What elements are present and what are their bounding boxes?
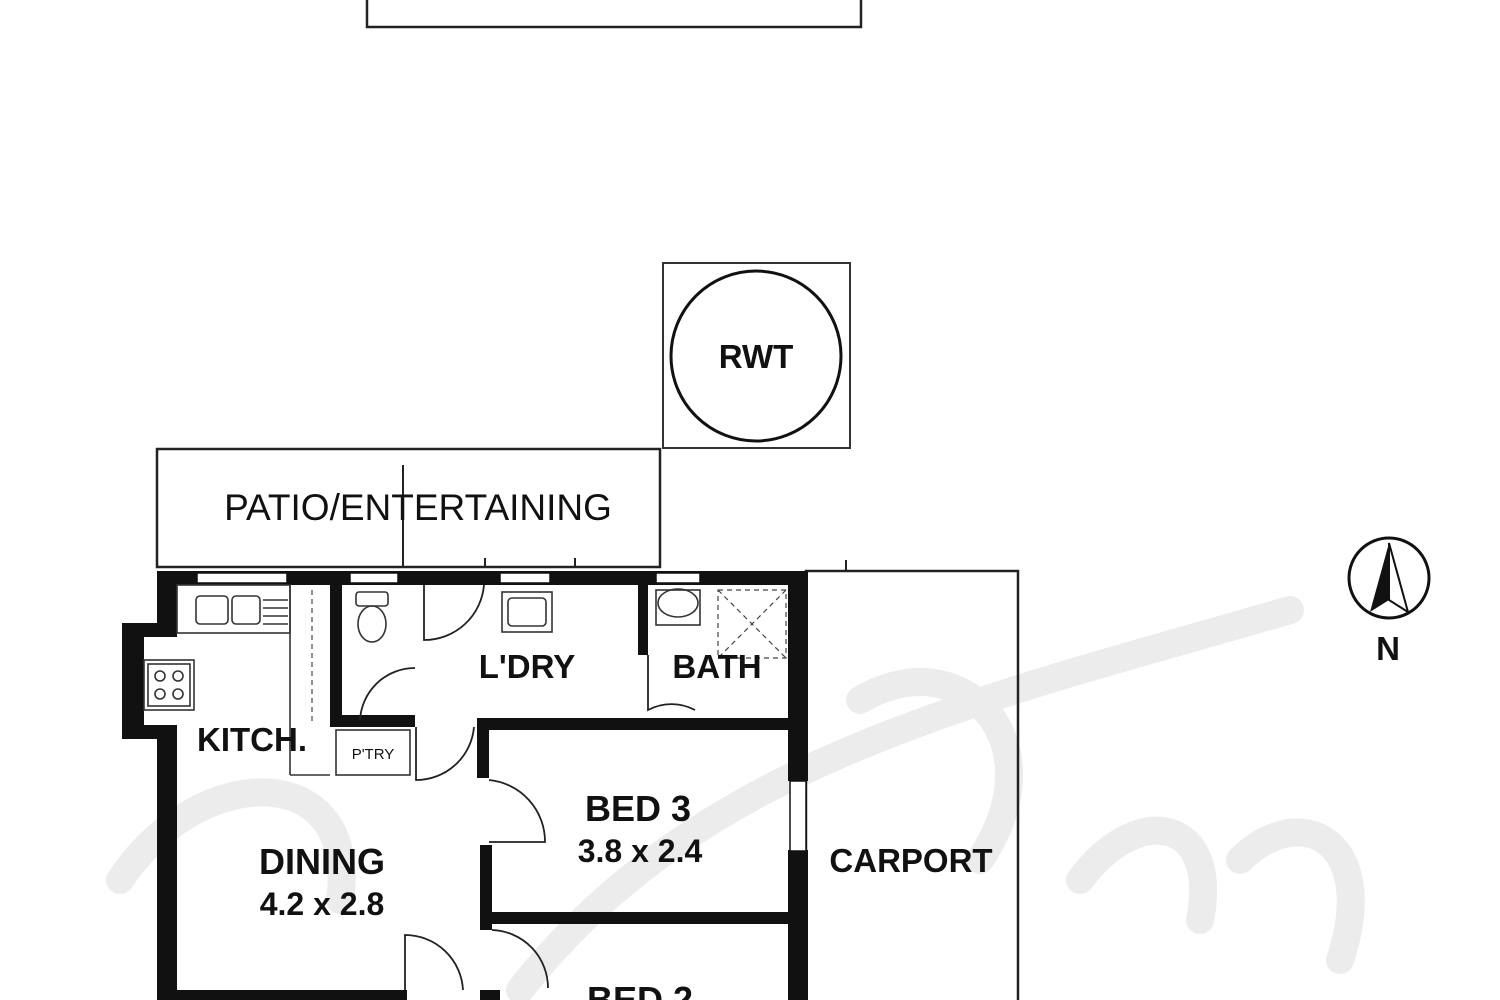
toilet-icon: [355, 591, 389, 643]
dining-label: DINING: [259, 841, 385, 882]
pantry-outline: [335, 729, 411, 776]
bath-fixtures: [655, 588, 787, 659]
laundry-tub-icon: [501, 591, 553, 633]
patio-label: PATIO/ENTERTAINING: [224, 487, 612, 528]
watermark-logo: [106, 596, 1365, 1000]
rwt-enclosure: [662, 262, 851, 449]
carport-label: CARPORT: [829, 842, 992, 879]
door-swings: [359, 584, 696, 991]
north-label: N: [1376, 630, 1400, 667]
windows: [196, 572, 807, 852]
pantry-label: P'TRY: [352, 746, 395, 763]
kitchen-fixtures: [143, 584, 330, 776]
house-walls: [122, 571, 808, 1000]
bed3-dimensions: 3.8 x 2.4: [578, 833, 703, 869]
rwt-label: RWT: [719, 338, 794, 375]
laundry-label: L'DRY: [479, 648, 575, 685]
north-arrow-icon: [1347, 536, 1431, 620]
bed3-label: BED 3: [585, 788, 691, 829]
carport-outline: [804, 569, 1020, 1000]
bath-label: BATH: [672, 648, 761, 685]
patio-outline: [155, 447, 662, 569]
top-structure-outline: [365, 0, 863, 29]
dining-dimensions: 4.2 x 2.8: [260, 886, 385, 922]
bed2-label: BED 2: [587, 979, 693, 1000]
rwt-tank-circle: [669, 269, 843, 443]
kitchen-label: KITCH.: [197, 721, 307, 758]
